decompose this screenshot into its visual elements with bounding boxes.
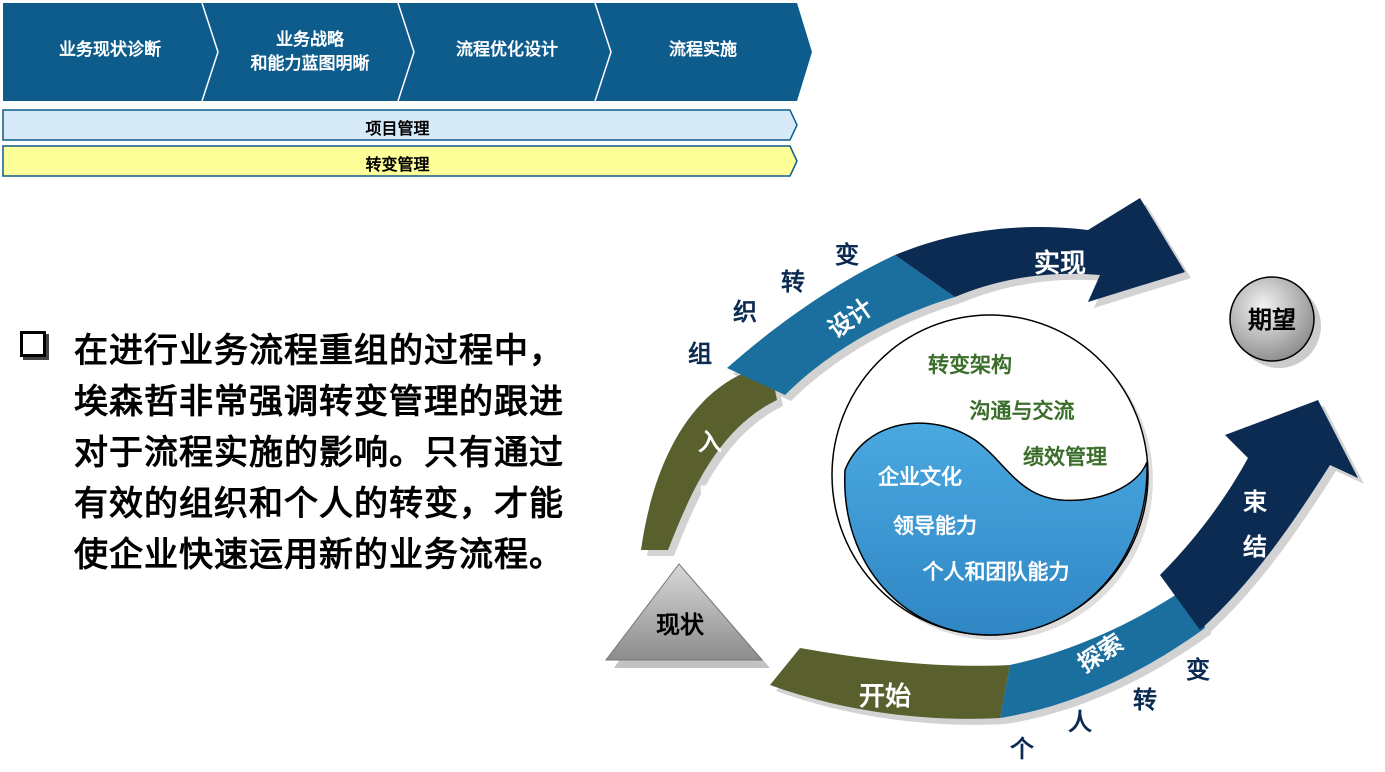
project-management-label: 项目管理 [365, 119, 430, 138]
bottom-arrow-start-segment [770, 648, 1010, 719]
org-change-letter: 转 [781, 267, 805, 296]
project-management-band [2, 109, 798, 141]
org-change-letter: 织 [733, 297, 757, 326]
org-change-letter: 组 [688, 339, 712, 368]
current-state-triangle [604, 563, 764, 661]
personal-change-letter: 变 [1186, 655, 1210, 684]
phase-bar [2, 2, 812, 177]
bottom-arrow-end-label: 束结 [1243, 487, 1268, 561]
top-arrow-intro-segment [641, 365, 777, 550]
personal-change-letter: 个 [1010, 734, 1035, 763]
phase-background [3, 3, 812, 101]
goal-circle [1229, 276, 1315, 362]
personal-change-letter: 转 [1133, 685, 1157, 714]
top-arrow-realize-segment [895, 198, 1185, 302]
phase-implementation-label: 流程实施 [669, 40, 737, 60]
goal-state-label: 期望 [1248, 305, 1296, 334]
center-lower-item: 个人和团队能力 [923, 559, 1070, 584]
bullet-square-icon [20, 331, 46, 357]
center-upper-item: 沟通与交流 [970, 398, 1075, 423]
center-lower-item: 企业文化 [877, 464, 962, 489]
top-arrow-design-segment [727, 255, 955, 395]
center-lower-item: 领导能力 [893, 513, 977, 538]
current-state-label: 现状 [656, 610, 705, 639]
phase-divider [397, 2, 415, 102]
org-change-letter: 变 [835, 240, 859, 269]
top-arrow-intro-label: 入导 [698, 427, 722, 511]
top-arrow-realize-label: 实现 [1034, 248, 1086, 279]
change-management-band [2, 145, 798, 177]
phase-divider [594, 2, 612, 102]
center-upper-item: 转变架构 [928, 352, 1012, 377]
center-upper-item: 绩效管理 [1023, 444, 1107, 469]
bottom-arrow-explore-segment [1000, 578, 1205, 718]
bottom-arrow-start-label: 开始 [859, 682, 911, 712]
main-paragraph: 在进行业务流程重组的过程中，埃森哲非常强调转变管理的跟进对于流程实施的影响。只有… [74, 331, 564, 575]
change-management-label: 转变管理 [365, 155, 430, 174]
phase-diagnosis-label: 业务现状诊断 [59, 40, 161, 60]
center-lower-region [844, 422, 1148, 636]
personal-change-letter: 人 [1068, 707, 1092, 736]
phase-design-label: 流程优化设计 [456, 40, 558, 60]
bottom-arrow-end-segment [1160, 400, 1358, 630]
phase-divider [201, 2, 219, 102]
phase-strategy-label: 业务战略 和能力蓝图明晰 [250, 30, 370, 74]
